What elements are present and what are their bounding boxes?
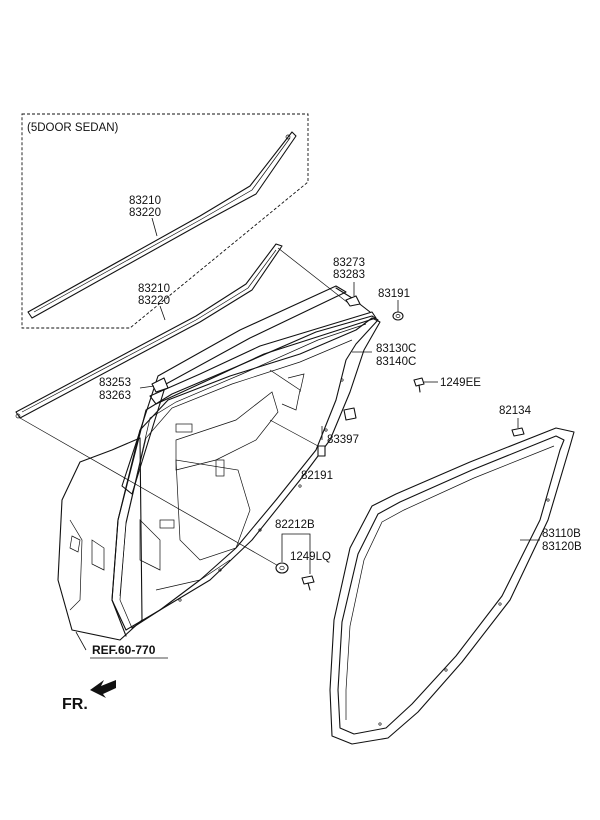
label-82134: 82134	[499, 405, 532, 417]
label-83397: 83397	[327, 434, 359, 446]
ref-line-2	[277, 247, 353, 307]
label-83140C: 83140C	[376, 356, 416, 368]
front-label: FR.	[62, 696, 88, 713]
label-82212B: 82212B	[275, 519, 315, 531]
label-83120B: 83120B	[542, 541, 582, 553]
ref-leader	[75, 631, 87, 651]
ref-label: REF.60-770	[92, 643, 156, 657]
door-weatherstrip	[111, 315, 379, 637]
label-83130C: 83130C	[376, 343, 416, 355]
belt-moulding-mid	[15, 243, 283, 419]
label-83110B: 83110B	[542, 528, 581, 540]
leader-82212B	[281, 533, 311, 574]
sedan-group-box	[21, 113, 309, 329]
leader-83253	[139, 385, 155, 389]
clip-82134	[511, 427, 525, 437]
label-82191: 82191	[301, 470, 333, 482]
label-1249EE: 1249EE	[440, 377, 481, 389]
label-1249LQ: 1249LQ	[290, 551, 331, 563]
sedan-group-label: (5DOOR SEDAN)	[27, 122, 119, 134]
label-83220-mid: 83220	[138, 295, 170, 307]
label-83191: 83191	[378, 288, 410, 300]
grommet-82212B	[275, 562, 289, 574]
body-weatherstrip	[329, 427, 575, 745]
ref-line-3	[269, 419, 319, 447]
label-83273: 83273	[333, 257, 365, 269]
label-83220-top: 83220	[129, 207, 161, 219]
door-inner-panel	[111, 317, 381, 631]
screw-1249EE	[413, 377, 425, 393]
ref-line-1	[19, 417, 283, 569]
clip-83273	[345, 295, 361, 307]
leader-83210-top	[151, 217, 158, 237]
grommet-83191	[392, 311, 404, 321]
label-83263: 83263	[99, 390, 131, 402]
bolt-1249LQ	[301, 575, 315, 591]
pad-83397	[343, 407, 357, 421]
label-83210-top: 83210	[129, 195, 161, 207]
pin-82191	[317, 445, 326, 457]
belt-moulding-top	[27, 131, 297, 319]
label-83283: 83283	[333, 269, 365, 281]
leader-83210-mid	[159, 305, 166, 321]
door-outer-panel	[57, 437, 143, 651]
front-arrow-icon	[90, 680, 116, 698]
label-83210-mid: 83210	[138, 283, 170, 295]
label-83253: 83253	[99, 377, 131, 389]
clip-83253	[151, 377, 169, 393]
